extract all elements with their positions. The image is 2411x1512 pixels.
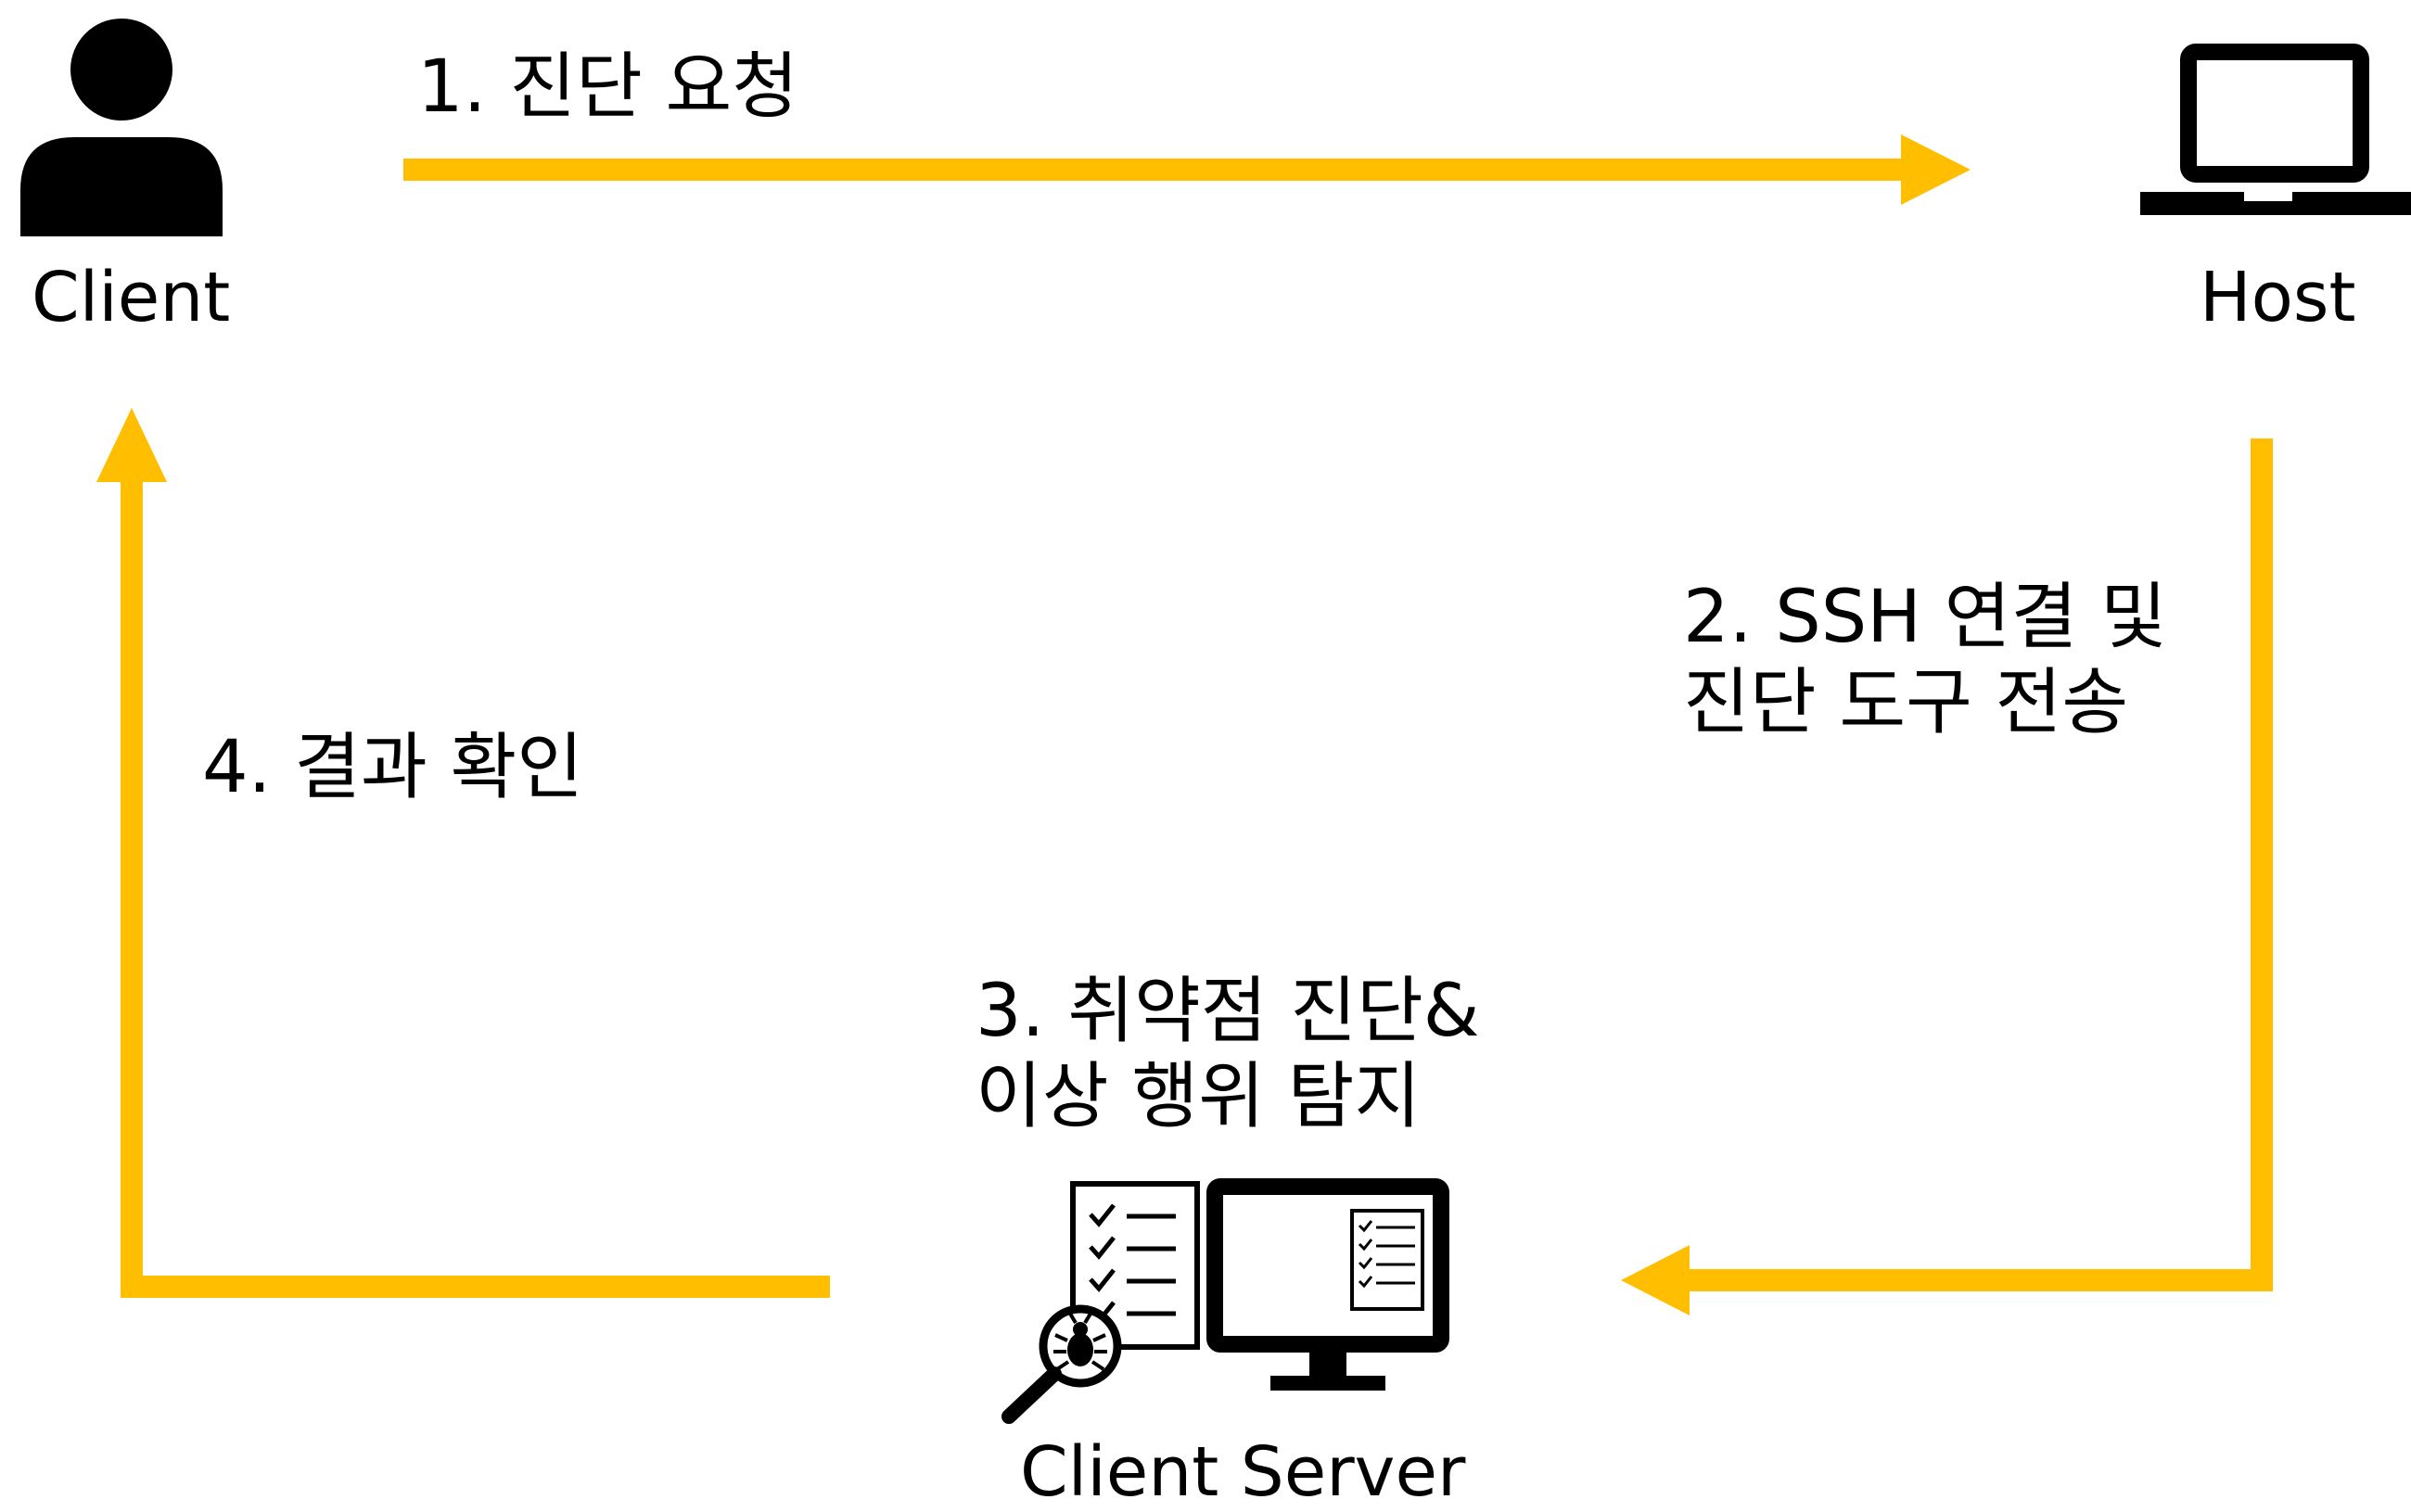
checklist-monitor-bug-search-icon [1001, 1178, 1449, 1424]
arrow-step2 [1621, 438, 2273, 1315]
person-icon [20, 19, 223, 236]
step1-label: 1. 진단 요청 [417, 45, 799, 129]
client-label: Client [32, 258, 231, 337]
client-server-label: Client Server [1020, 1432, 1466, 1512]
step3-label: 3. 취약점 진단& 이상 행위 탐지 [976, 969, 1480, 1139]
arrow-step1 [403, 134, 1971, 205]
step2-line1: 2. SSH 연결 및 [1683, 576, 2167, 659]
step4-label: 4. 결과 확인 [202, 726, 584, 809]
host-label: Host [2200, 258, 2356, 337]
step3-line1: 3. 취약점 진단& [976, 970, 1480, 1053]
laptop-icon [2140, 44, 2411, 215]
step3-line2: 이상 행위 탐지 [976, 1055, 1422, 1138]
step2-line2: 진단 도구 전송 [1683, 661, 2129, 744]
step2-label: 2. SSH 연결 및 진단 도구 전송 [1683, 575, 2167, 745]
arrow-step4 [96, 408, 830, 1298]
